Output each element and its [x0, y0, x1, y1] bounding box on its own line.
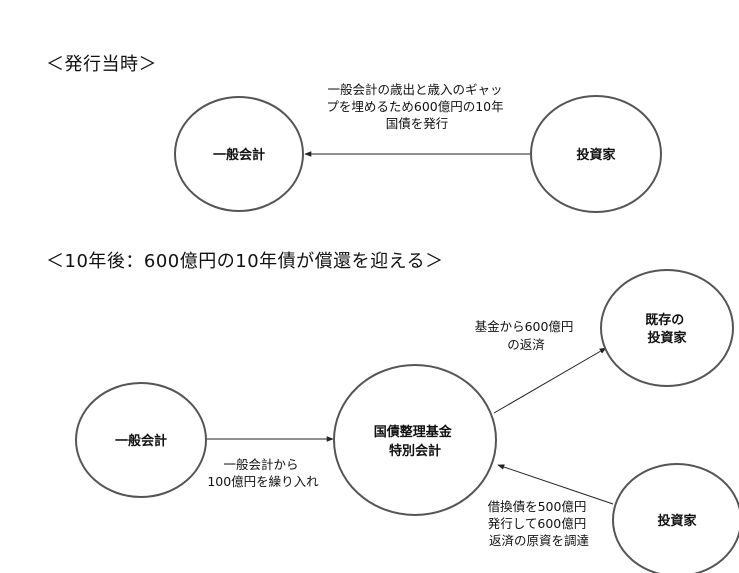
note-repayment-line-2: の返済 [507, 337, 545, 352]
note-refinancing-line-2: 発行して600億円 [488, 516, 586, 531]
after-ten-years-diagram: 一般会計から 100億円を繰り入れ 基金から600億円 の返済 借換債を500億… [75, 269, 739, 573]
node-label-investor-later: 投資家 [657, 513, 697, 529]
node-general-account-later: 一般会計 [75, 382, 207, 498]
node-label-debt-fund-line-1: 国債整理基金 [374, 424, 453, 440]
arrow-investor-to-fund [497, 464, 614, 505]
node-circle-investor-issuance [530, 95, 662, 213]
node-label-debt-consolidation-fund: 国債整理基金 特別会計 [374, 424, 457, 459]
issuance-diagram: 一般会計の歳出と歳入のギャッ プを埋めるため600億円の10年 国債を発行 一般… [174, 82, 662, 213]
node-label-existing-investor: 既存の 投資家 [645, 312, 689, 346]
note-refinancing: 借換債を500億円 発行して600億円 返済の原資を調達 [488, 499, 591, 548]
note-issuance-line-3: 国債を発行 [386, 116, 449, 131]
note-repayment: 基金から600億円 の返済 [475, 319, 578, 352]
node-investor-later: 投資家 [612, 463, 739, 573]
node-circle-existing-investor [600, 269, 734, 387]
heading-issuance: ＜発行当時＞ [46, 54, 157, 75]
note-issuance: 一般会計の歳出と歳入のギャッ プを埋めるため600億円の10年 国債を発行 [326, 82, 507, 131]
node-circle-general-account-issuance [174, 96, 304, 212]
node-label-general-account-issuance: 一般会計 [213, 147, 265, 163]
node-label-existing-investor-line-2: 投資家 [647, 330, 687, 346]
heading-after-ten-years: ＜10年後：600億円の10年債が償還を迎える＞ [46, 251, 444, 272]
node-label-general-account-later: 一般会計 [115, 433, 167, 449]
node-label-debt-fund-line-2: 特別会計 [389, 443, 441, 459]
note-issuance-line-2: プを埋めるため600億円の10年 [326, 99, 503, 114]
note-refinancing-line-1: 借換債を500億円 [488, 499, 587, 514]
node-circle-general-account-later [75, 382, 207, 498]
node-circle-investor-later [612, 463, 739, 573]
node-existing-investor: 既存の 投資家 [600, 269, 734, 387]
note-transfer-line-1: 一般会計から [224, 457, 299, 472]
node-circle-debt-consolidation-fund [333, 364, 497, 516]
node-general-account-issuance: 一般会計 [174, 96, 304, 212]
node-label-existing-investor-line-1: 既存の [645, 312, 684, 328]
node-debt-consolidation-fund: 国債整理基金 特別会計 [333, 364, 497, 516]
note-refinancing-line-3: 返済の原資を調達 [489, 533, 590, 548]
node-investor-issuance: 投資家 [530, 95, 662, 213]
note-transfer: 一般会計から 100億円を繰り入れ [207, 457, 319, 489]
note-transfer-line-2: 100億円を繰り入れ [207, 474, 319, 489]
node-label-investor-issuance: 投資家 [576, 147, 616, 163]
arrow-fund-to-existing-investor [493, 347, 607, 414]
note-issuance-line-1: 一般会計の歳出と歳入のギャッ [328, 82, 503, 97]
note-repayment-line-1: 基金から600億円 [475, 319, 574, 334]
